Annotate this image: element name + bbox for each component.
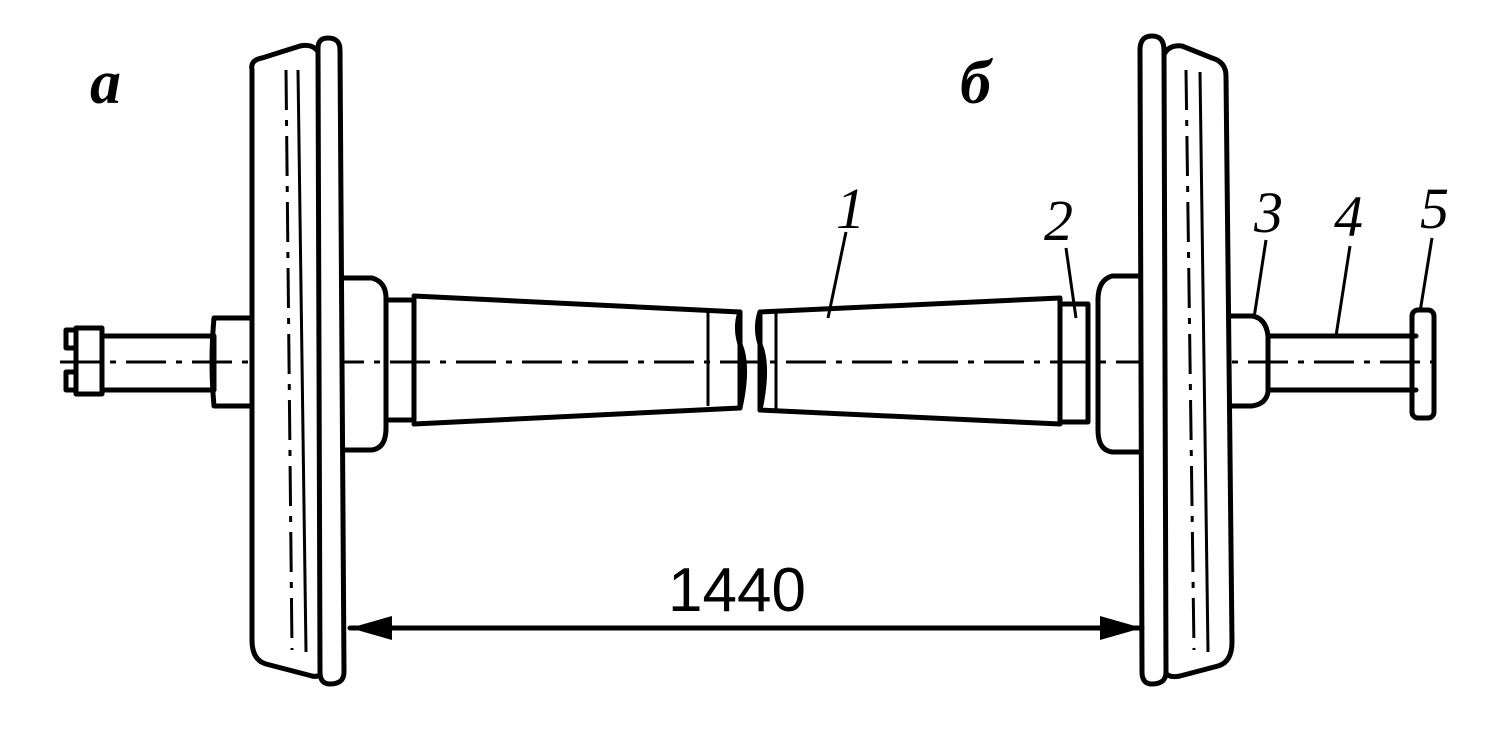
view-label-b: б [960, 49, 991, 117]
right-wheel [1137, 33, 1235, 687]
dimension-line [347, 616, 1145, 640]
axle-break-left [734, 309, 748, 411]
view-label-a: а [90, 49, 121, 117]
part-label-3: 3 [1254, 180, 1283, 245]
left-wheel [249, 35, 347, 687]
axle-left-section [383, 293, 743, 427]
right-journal [1265, 333, 1419, 393]
left-journal-nut [63, 325, 105, 397]
leader-1 [826, 231, 848, 319]
dimension-value: 1440 [668, 556, 806, 625]
leader-5 [1418, 237, 1434, 313]
part-label-1: 1 [836, 176, 865, 241]
part-label-5: 5 [1420, 176, 1449, 241]
right-journal-collar [1219, 313, 1271, 409]
left-wheel-hub [339, 275, 389, 453]
left-journal-collar [209, 315, 253, 409]
leader-4 [1334, 245, 1352, 337]
right-wheel-hub [1095, 273, 1147, 455]
leader-3 [1252, 239, 1268, 319]
part-label-2: 2 [1044, 188, 1073, 253]
part-label-4: 4 [1334, 184, 1363, 249]
right-journal-end [1409, 307, 1437, 421]
leader-2 [1064, 247, 1078, 319]
